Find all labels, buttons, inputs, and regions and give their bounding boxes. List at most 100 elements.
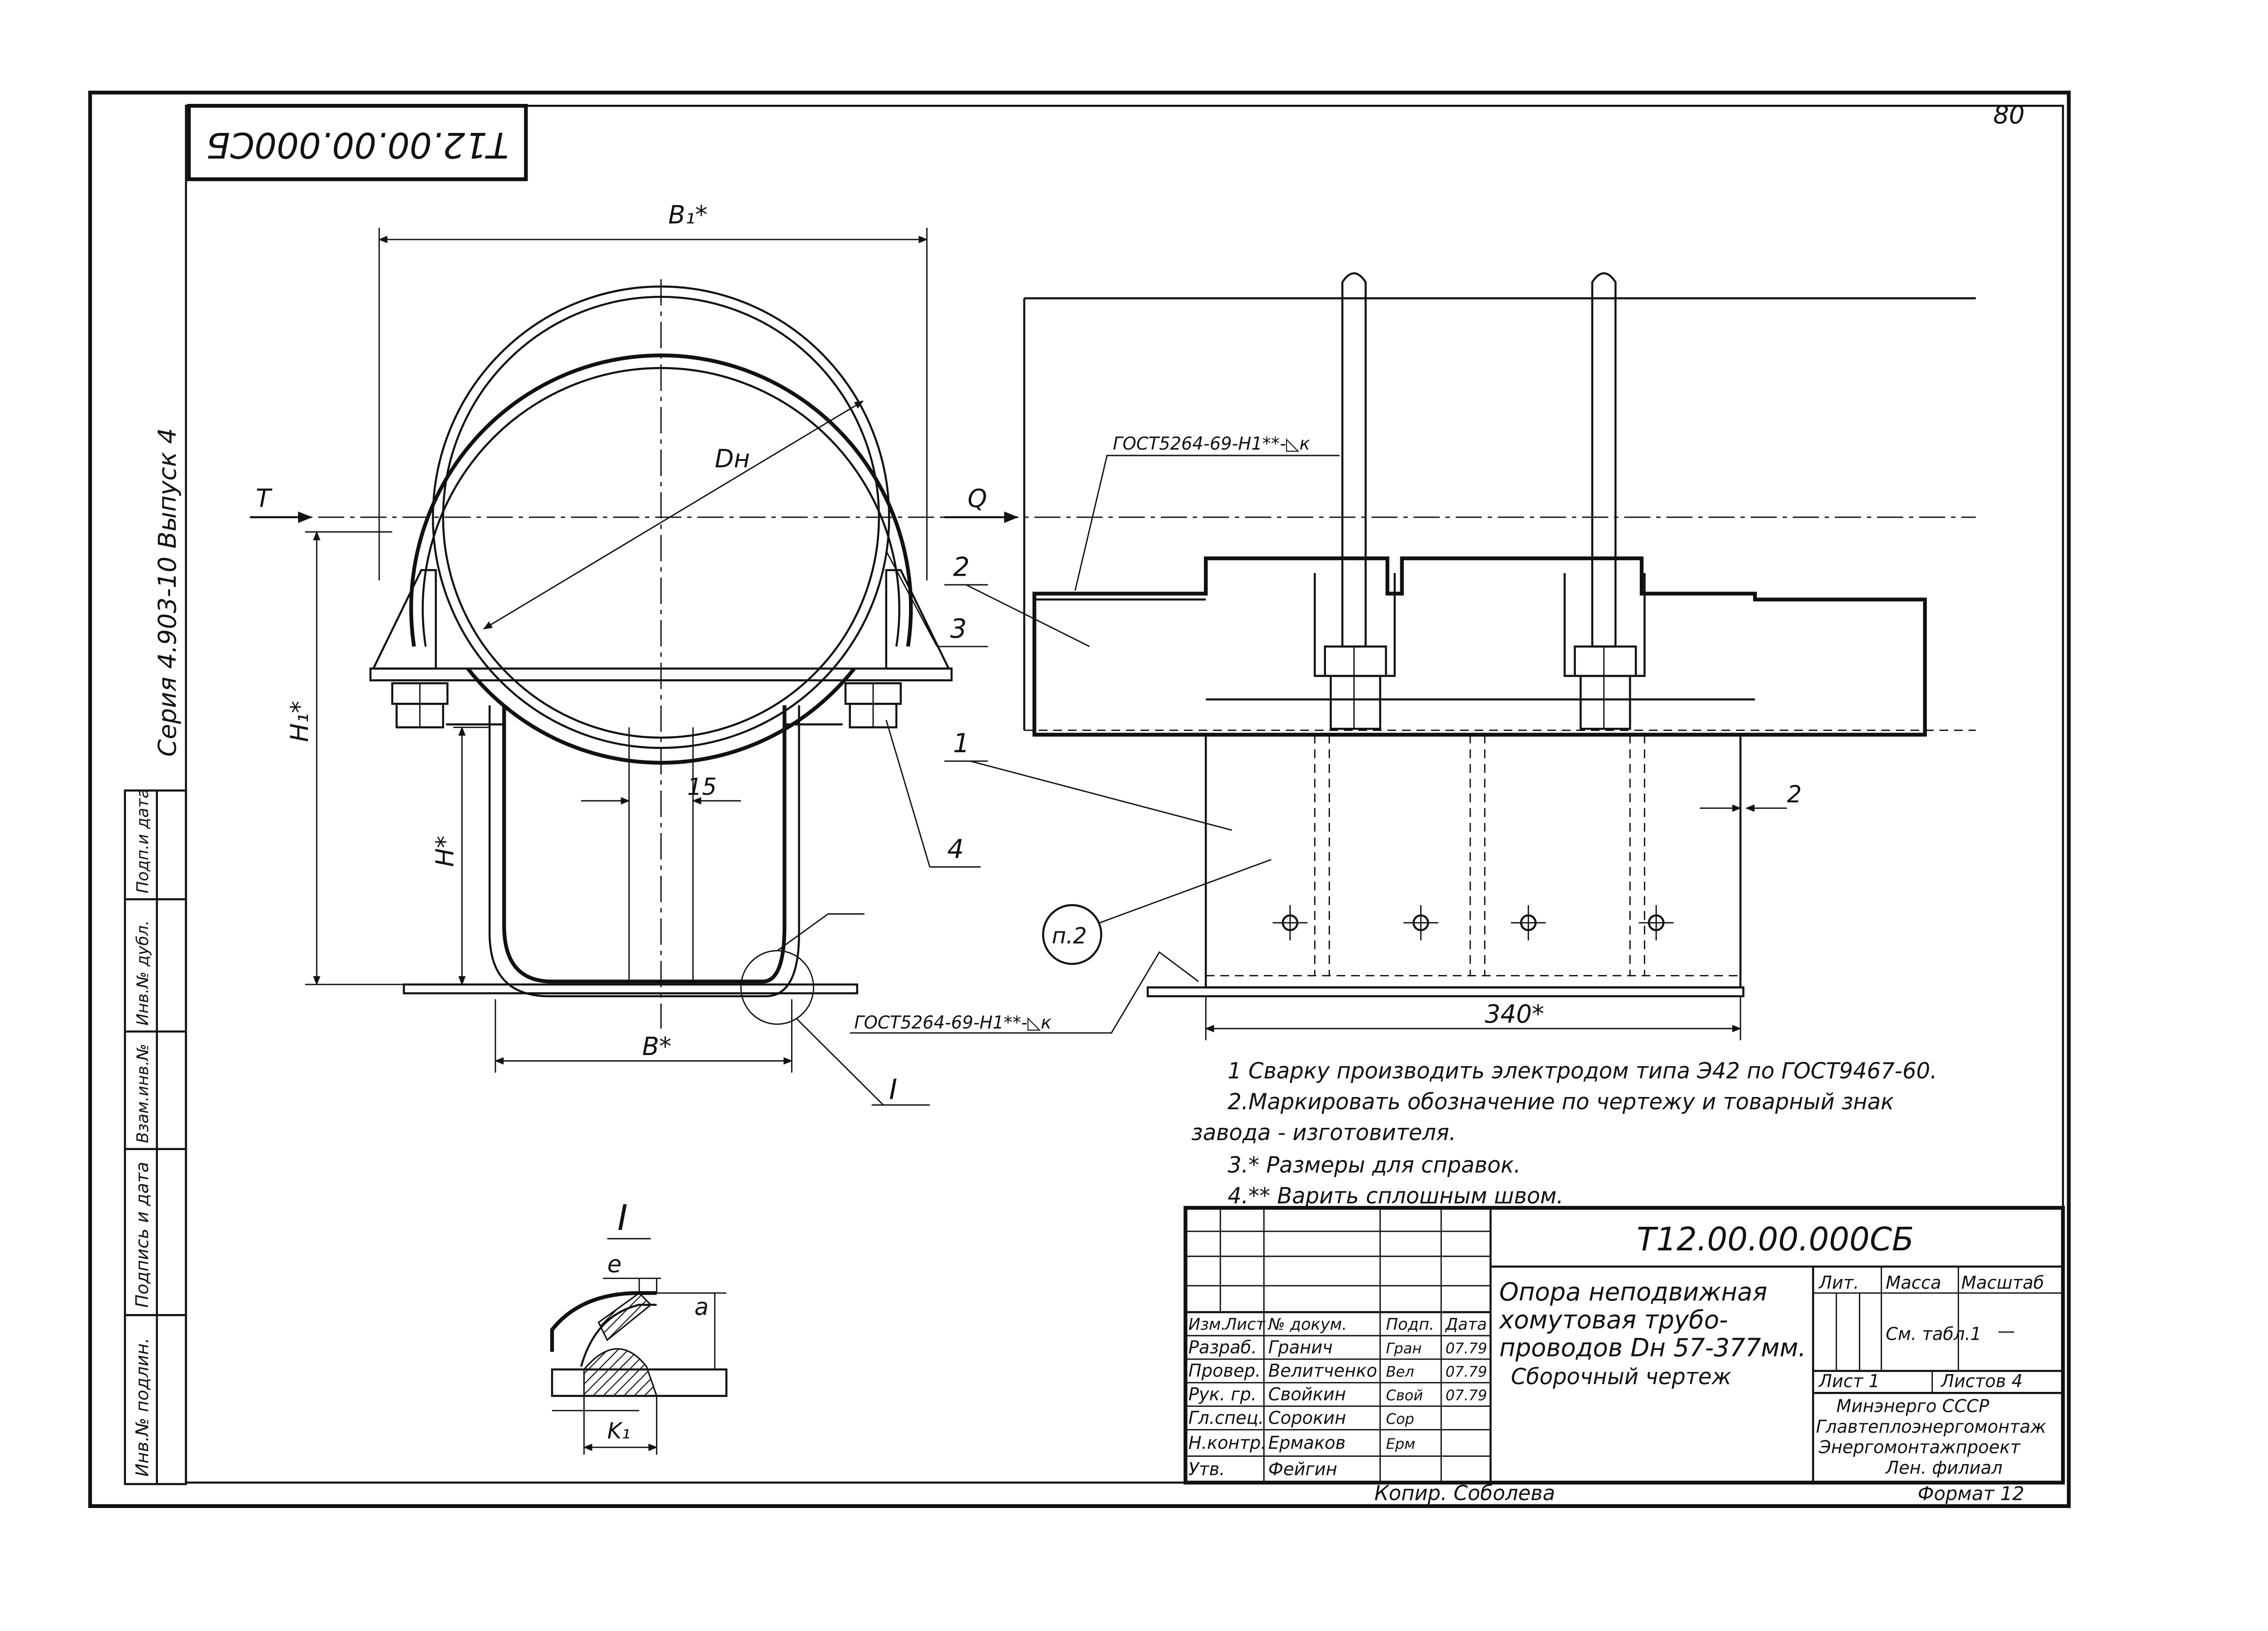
- copied-by: Копир. Соболева: [1374, 1481, 1555, 1505]
- role-chief-specialist: Гл.спец.: [1188, 1408, 1264, 1428]
- dim-b: B*: [642, 1032, 672, 1061]
- hole-2: [1403, 905, 1438, 940]
- dim-k1: K₁: [607, 1418, 631, 1444]
- position-1: 1: [953, 728, 970, 759]
- load-q: Q: [968, 484, 987, 513]
- sign-checked: Вел: [1386, 1363, 1414, 1381]
- date-checked: 07.79: [1446, 1363, 1487, 1381]
- title-name-3: проводов Dн 57-377мм.: [1499, 1333, 1806, 1362]
- org-1: Минэнерго СССР: [1836, 1396, 1989, 1416]
- hole-4: [1638, 905, 1674, 940]
- clamp-body-side: [1032, 556, 1927, 737]
- org-2: Главтеплоэнергомонтаж: [1816, 1417, 2046, 1437]
- col-doc: № докум.: [1267, 1315, 1347, 1334]
- title-name-4: Сборочный чертеж: [1511, 1364, 1731, 1390]
- nut-left: [391, 682, 449, 729]
- dim-15: 15: [687, 774, 717, 801]
- role-checked: Провер.: [1188, 1361, 1261, 1381]
- name-norm-control: Ермаков: [1268, 1433, 1346, 1453]
- dim-a: a: [694, 1293, 709, 1321]
- rotated-drawing-code: Т12.00.00.000СБ: [206, 124, 509, 166]
- org-4: Лен. филиал: [1885, 1458, 2002, 1478]
- stud-left: [1324, 272, 1387, 730]
- date-group-lead: 07.79: [1446, 1386, 1487, 1404]
- left-stamp-strip: Инв.№ подлин. Подпись и дата Взам.инв.№ …: [124, 789, 187, 1485]
- role-group-lead: Рук. гр.: [1188, 1384, 1256, 1405]
- name-approved: Фейгин: [1268, 1459, 1337, 1479]
- title-name-2: хомутовая трубо-: [1498, 1305, 1728, 1334]
- sheet-frame: [88, 90, 2071, 1508]
- position-2: 2: [953, 551, 970, 582]
- stamp-signature-date-2: Подп.и дата: [134, 789, 152, 893]
- dim-e: e: [607, 1251, 622, 1278]
- front-view: B₁* Dн: [249, 200, 1976, 1106]
- title-name-1: Опора неподвижная: [1499, 1277, 1767, 1306]
- stud-right: [1574, 272, 1637, 730]
- dim-dn: Dн: [715, 444, 750, 473]
- position-4: 4: [947, 833, 964, 864]
- col-date: Дата: [1445, 1315, 1487, 1334]
- sign-group-lead: Свой: [1386, 1386, 1423, 1404]
- date-developed: 07.79: [1446, 1340, 1487, 1357]
- sign-chief-specialist: Сор: [1386, 1410, 1414, 1427]
- load-t: T: [256, 484, 273, 513]
- col-sign: Подп.: [1386, 1315, 1434, 1334]
- role-approved: Утв.: [1188, 1459, 1225, 1479]
- name-chief-specialist: Сорокин: [1268, 1408, 1346, 1428]
- nut-right: [844, 682, 902, 729]
- pipe-outer: [432, 285, 890, 749]
- sheet-number: Лист 1: [1818, 1371, 1880, 1391]
- label-mass: Масса: [1886, 1273, 1941, 1293]
- series-label: Серия 4.903-10 Выпуск 4: [153, 428, 182, 757]
- label-scale: Масштаб: [1961, 1273, 2044, 1293]
- detail-i: I e a K₁: [550, 1197, 728, 1455]
- note-ref: п.2: [1052, 923, 1087, 949]
- sign-norm-control: Ерм: [1386, 1435, 1415, 1452]
- gusset-right: [885, 569, 951, 670]
- role-norm-control: Н.контр.: [1188, 1433, 1266, 1453]
- note-4: 4.** Варить сплошным швом.: [1227, 1183, 1564, 1209]
- detail-ref: I: [889, 1073, 897, 1106]
- title-block: Изм. Лист № докум. Подп. Дата Разраб. Гр…: [1183, 1206, 2065, 1485]
- name-developed: Гранич: [1268, 1337, 1333, 1358]
- weld-symbol-top: ГОСТ5264-69-Н1**-◺к: [1113, 434, 1310, 454]
- clamp-flange: [369, 667, 953, 681]
- sheet-count: Листов 4: [1940, 1371, 2023, 1391]
- side-view: Q: [850, 272, 1976, 1041]
- stamp-inv-duplicate: Инв.№ дубл.: [134, 920, 152, 1025]
- dim-h: H*: [430, 836, 459, 867]
- notes-block: 1 Сварку производить электродом типа Э42…: [1191, 1058, 1937, 1209]
- dim-b1: B₁*: [668, 200, 707, 229]
- label-lit: Лит.: [1818, 1273, 1859, 1293]
- base-plate: [403, 983, 858, 994]
- stamp-replacement-inv: Взам.инв.№: [134, 1044, 152, 1143]
- title-block-code: Т12.00.00.000СБ: [1637, 1220, 1914, 1258]
- format-label: Формат 12: [1918, 1483, 2024, 1505]
- stamp-signature-date-1: Подпись и дата: [132, 1162, 153, 1308]
- clamp-strap: [409, 353, 913, 647]
- note-3: 3.* Размеры для справок.: [1227, 1152, 1520, 1178]
- stamp-inv-original: Инв.№ подлин.: [132, 1338, 153, 1477]
- name-checked: Велитченко: [1268, 1361, 1377, 1381]
- weld-symbol-bottom: ГОСТ5264-69-Н1**-◺к: [854, 1013, 1051, 1033]
- scale-value: —: [1998, 1321, 2015, 1342]
- name-group-lead: Свойкин: [1268, 1384, 1346, 1405]
- detail-title: I: [617, 1197, 628, 1239]
- note-ref-circle: [1042, 904, 1102, 965]
- mass-value: См. табл.1: [1886, 1324, 1981, 1345]
- support-side: [1205, 734, 1742, 989]
- page-number: 80: [1993, 100, 2024, 129]
- position-3: 3: [950, 613, 967, 644]
- role-developed: Разраб.: [1188, 1337, 1257, 1358]
- col-list: Лист: [1224, 1315, 1266, 1334]
- note-1: 1 Сварку производить электродом типа Э42…: [1227, 1058, 1937, 1084]
- detail-callout-circle: [740, 950, 815, 1025]
- hole-1: [1272, 905, 1308, 940]
- gusset-left: [371, 569, 437, 670]
- note-2-cont: завода - изготовителя.: [1191, 1120, 1456, 1146]
- dim-2: 2: [1787, 781, 1802, 808]
- sign-developed: Гран: [1386, 1340, 1422, 1357]
- rotated-code-stamp: Т12.00.00.000СБ: [187, 103, 528, 181]
- pipe-inner: [442, 295, 880, 739]
